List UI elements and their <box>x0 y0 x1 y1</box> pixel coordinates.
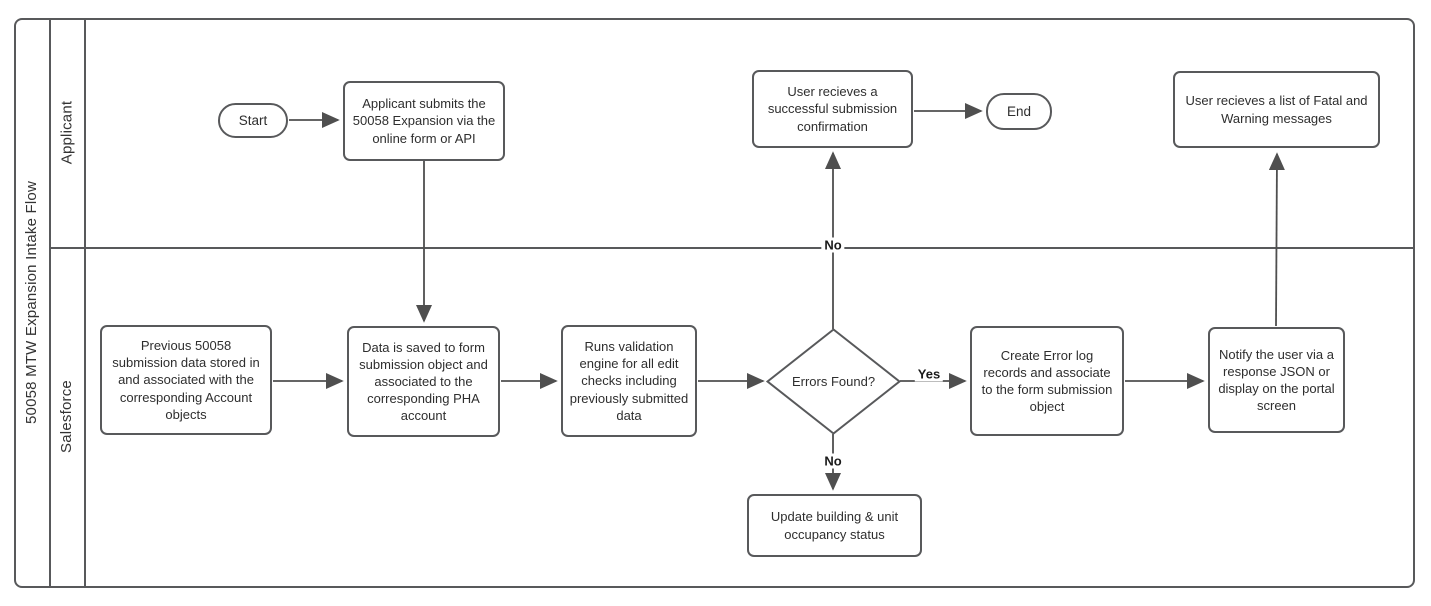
start-label: Start <box>238 112 268 128</box>
process-applicant-submits: Applicant submits the 50058 Expansion vi… <box>343 81 505 161</box>
process-create-error-log: Create Error log records and associate t… <box>970 326 1124 436</box>
edge-label-no-up: No <box>821 237 845 253</box>
title-column-divider <box>49 18 51 586</box>
process-update-building: Update building & unit occupancy status <box>747 494 922 557</box>
process-runs-validation: Runs validation engine for all edit chec… <box>561 325 697 437</box>
process-notify-user: Notify the user via a response JSON or d… <box>1208 327 1345 433</box>
decision-errors-found-label: Errors Found? <box>791 374 876 389</box>
process-successful-confirmation: User recieves a successful submission co… <box>752 70 913 148</box>
decision-diamond <box>765 328 902 435</box>
process-fatal-warning-list-label: User recieves a list of Fatal and Warnin… <box>1185 93 1368 126</box>
end-label: End <box>1006 103 1032 119</box>
swimlane-frame <box>14 18 1415 588</box>
process-applicant-submits-label: Applicant submits the 50058 Expansion vi… <box>352 96 496 146</box>
process-data-saved-label: Data is saved to form submission object … <box>359 339 488 424</box>
process-create-error-log-label: Create Error log records and associate t… <box>981 347 1113 415</box>
edge-label-no-down: No <box>821 453 845 469</box>
edge-notify-to-messages <box>1268 152 1286 327</box>
lane-divider <box>49 247 1413 249</box>
process-runs-validation-label: Runs validation engine for all edit chec… <box>569 339 689 423</box>
process-successful-confirmation-label: User recieves a successful submission co… <box>767 84 898 134</box>
process-previous-data-label: Previous 50058 submission data stored in… <box>112 338 260 422</box>
edge-label-yes: Yes <box>914 366 944 382</box>
process-fatal-warning-list: User recieves a list of Fatal and Warnin… <box>1173 71 1380 148</box>
end-node: End <box>986 93 1052 130</box>
start-node: Start <box>218 103 288 138</box>
process-data-saved: Data is saved to form submission object … <box>347 326 500 437</box>
process-previous-data: Previous 50058 submission data stored in… <box>100 325 272 435</box>
process-update-building-label: Update building & unit occupancy status <box>770 509 899 542</box>
process-notify-user-label: Notify the user via a response JSON or d… <box>1218 346 1335 414</box>
lane-label-column-divider <box>84 18 86 586</box>
